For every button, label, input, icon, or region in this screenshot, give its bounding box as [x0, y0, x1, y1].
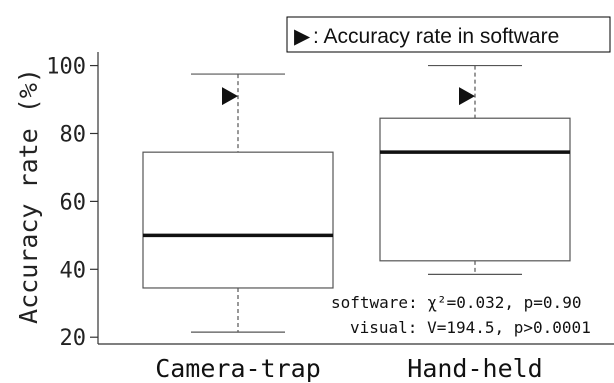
y-tick-label-80: 80 [60, 122, 87, 147]
category-label-camera-trap: Camera-trap [155, 354, 321, 383]
y-axis: 20 40 60 80 100 [46, 55, 98, 351]
plot-area [97, 52, 614, 345]
box-hand-held [379, 117, 571, 262]
box-camera-trap [142, 151, 334, 289]
stat-visual: visual: V=194.5, p>0.0001 [350, 318, 591, 337]
legend-symbol: ▶ [294, 25, 311, 48]
y-axis-label: Accuracy rate (%) [14, 68, 43, 324]
category-label-hand-held: Hand-held [407, 354, 542, 383]
y-tick-label-40: 40 [60, 258, 87, 283]
legend-box [286, 16, 611, 53]
software-marker-hand-held [459, 87, 475, 106]
y-tick-label-60: 60 [60, 190, 87, 215]
category-labels: Camera-trap Hand-held [155, 354, 543, 383]
legend-label: : Accuracy rate in software [313, 25, 559, 48]
y-tick-label-100: 100 [46, 55, 86, 80]
boxes [142, 64, 571, 333]
legend: ▶ : Accuracy rate in software [286, 16, 611, 53]
y-tick-label-20: 20 [60, 326, 87, 351]
software-marker-camera-trap [222, 87, 238, 106]
stat-software: software: χ²=0.032, p=0.90 [331, 293, 581, 312]
